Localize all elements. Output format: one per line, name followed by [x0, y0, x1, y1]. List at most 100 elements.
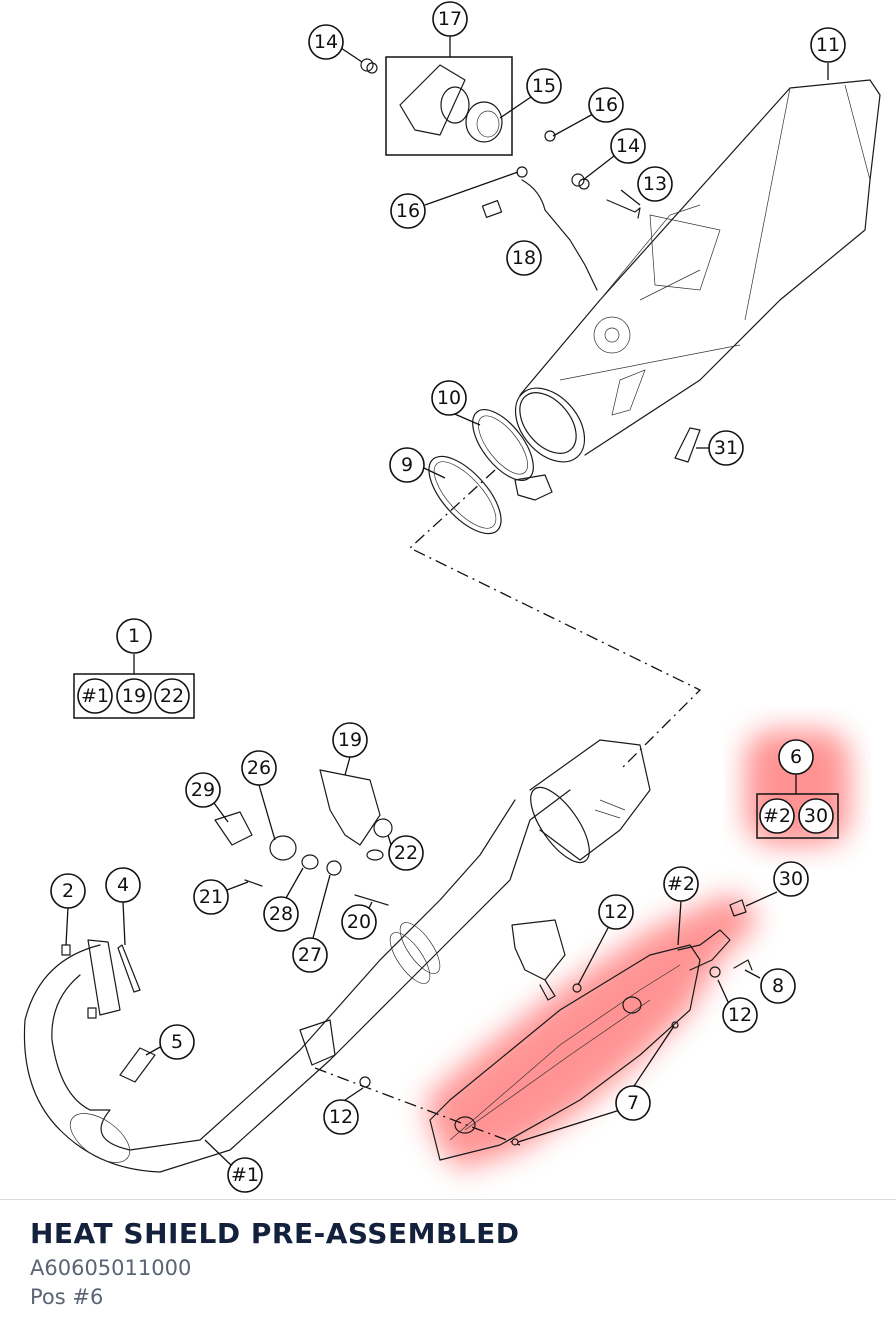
- callout-circle: [263, 896, 299, 932]
- callout-label: 27: [298, 944, 322, 966]
- kit-box-6: [756, 793, 839, 839]
- callout: 30: [773, 861, 809, 897]
- callout: 14: [610, 128, 646, 164]
- callout: 22: [154, 678, 190, 714]
- callout-circle: [506, 240, 542, 276]
- callout: 2: [50, 873, 86, 909]
- callout: 19: [116, 678, 152, 714]
- part-title: HEAT SHIELD PRE-ASSEMBLED: [30, 1217, 520, 1250]
- callout: 20: [341, 904, 377, 940]
- callout-circle: [759, 798, 795, 834]
- callout: 4: [105, 867, 141, 903]
- callout: 5: [159, 1024, 195, 1060]
- callout-label: 12: [604, 901, 628, 923]
- callout-circle: [332, 722, 368, 758]
- callout: 12: [323, 1099, 359, 1135]
- callout: 16: [390, 193, 426, 229]
- hardware-bits: [360, 58, 641, 291]
- callout: 12: [722, 997, 758, 1033]
- assembly-line-upper: [408, 469, 702, 771]
- callout-label: 2: [62, 880, 74, 902]
- callout-label: 22: [394, 842, 418, 864]
- clamp-part: [472, 409, 553, 501]
- callout-circle: [798, 798, 834, 834]
- callout-label: 31: [714, 437, 738, 459]
- callout-circle: [116, 678, 152, 714]
- callout: #2: [663, 866, 699, 902]
- callout: 7: [615, 1085, 651, 1121]
- small-parts-group: [61, 811, 753, 1088]
- callout-circle: [390, 193, 426, 229]
- clamp-bracket-part: [319, 769, 566, 1001]
- callout-circle: [615, 1085, 651, 1121]
- callout-circle: [227, 1157, 263, 1193]
- callout-circle: [116, 618, 152, 654]
- callout-circle: [637, 166, 673, 202]
- callout: #1: [227, 1157, 263, 1193]
- part-number: A60605011000: [30, 1256, 192, 1280]
- callout-label: 4: [117, 874, 129, 896]
- callout-label: 28: [269, 903, 293, 925]
- callout: 31: [708, 430, 744, 466]
- callout-circle: [193, 879, 229, 915]
- callout-label: 21: [199, 886, 223, 908]
- callout-label: 17: [438, 8, 462, 30]
- callout: 6: [778, 739, 814, 775]
- callout: 11: [810, 27, 846, 63]
- callout: 27: [292, 937, 328, 973]
- callout: 21: [193, 879, 229, 915]
- callout: 12: [598, 894, 634, 930]
- callout-label: #2: [763, 805, 791, 827]
- callout-circle: [292, 937, 328, 973]
- callout-label: 1: [128, 625, 140, 647]
- callout-label: 14: [616, 135, 640, 157]
- callout-label: 29: [191, 779, 215, 801]
- callout-label: #1: [231, 1164, 259, 1186]
- callout-label: 7: [627, 1092, 639, 1114]
- muffler-part: [514, 79, 881, 463]
- callout-label: 30: [779, 868, 803, 890]
- callout-circle: [241, 750, 277, 786]
- callout-circle: [810, 27, 846, 63]
- part-position: Pos #6: [30, 1285, 104, 1309]
- callout-circle: [431, 380, 467, 416]
- callout-label: 13: [643, 173, 667, 195]
- callout-circle: [388, 835, 424, 871]
- callout-label: 16: [396, 200, 420, 222]
- clip-part: [674, 427, 701, 463]
- callout-circle: [432, 1, 468, 37]
- exploded-parts-diagram: 141715161114131618109311#119221926292224…: [23, 1, 881, 1193]
- callout-label: 18: [512, 247, 536, 269]
- callout-circle: [773, 861, 809, 897]
- callout: 22: [388, 835, 424, 871]
- callout-circle: [760, 968, 796, 1004]
- callout: 13: [637, 166, 673, 202]
- callout-circle: [663, 866, 699, 902]
- callout-label: 14: [314, 31, 338, 53]
- callout: 16: [588, 87, 624, 123]
- callout-circle: [341, 904, 377, 940]
- callout-circle: [708, 430, 744, 466]
- callout-label: 16: [594, 94, 618, 116]
- gasket-ring-part: [428, 455, 502, 535]
- callout-label: 5: [171, 1031, 183, 1053]
- callout: 8: [760, 968, 796, 1004]
- callout: 15: [526, 68, 562, 104]
- callout-circle: [598, 894, 634, 930]
- callout: 26: [241, 750, 277, 786]
- header-pipe-part: [23, 739, 651, 1173]
- callout-label: #1: [81, 685, 109, 707]
- callout-label: 12: [728, 1004, 752, 1026]
- callout-circle: [722, 997, 758, 1033]
- callout-circle: [185, 772, 221, 808]
- callout-label: 6: [790, 746, 802, 768]
- callout-circle: [154, 678, 190, 714]
- callout-circle: [778, 739, 814, 775]
- callout-circle: [159, 1024, 195, 1060]
- callout-label: 10: [437, 387, 461, 409]
- callout-label: 19: [338, 729, 362, 751]
- callout-label: 22: [160, 685, 184, 707]
- callout: 29: [185, 772, 221, 808]
- callout: 1: [116, 618, 152, 654]
